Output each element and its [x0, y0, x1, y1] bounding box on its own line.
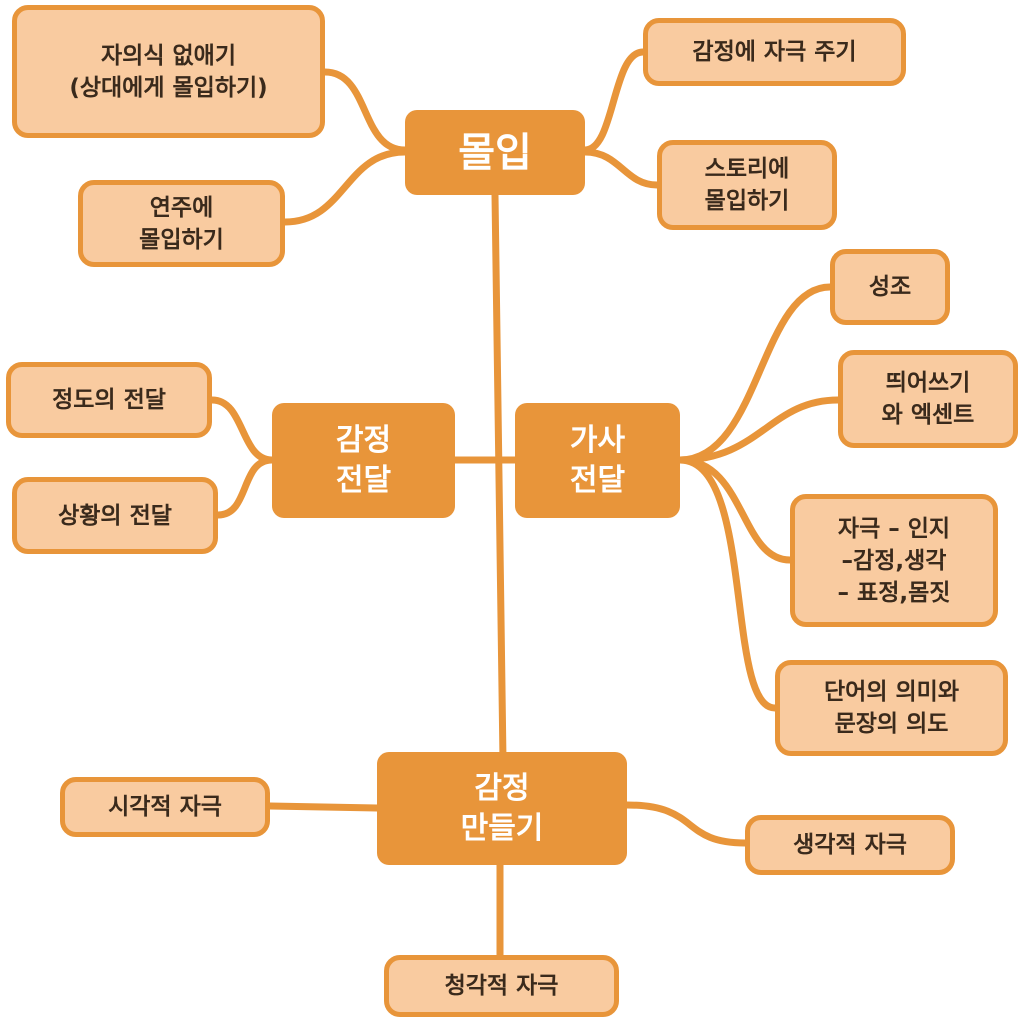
leaf-cognitive-stimulus: 생각적 자극: [745, 815, 955, 875]
leaf-visual-stimulus: 시각적 자극: [60, 777, 270, 837]
leaf-degree-delivery: 정도의 전달: [6, 362, 212, 438]
leaf-stimulus-chain: 자극 – 인지 –감정,생각 – 표정,몸짓: [790, 494, 998, 627]
connector-lyric-stimulus: [676, 456, 794, 564]
connector-immersion-stimulate: [581, 48, 647, 154]
main-topic-emotion-delivery: 감정 전달: [272, 403, 455, 518]
leaf-situation-delivery: 상황의 전달: [12, 477, 218, 554]
connector-emotion-situation: [214, 456, 276, 519]
connector-immersion-performance: [281, 148, 409, 226]
leaf-word-meaning: 단어의 의미와 문장의 의도: [775, 660, 1008, 756]
leaf-auditory-stimulus: 청각적 자극: [384, 955, 619, 1017]
trunk-line: [491, 191, 507, 764]
connector-emotion-degree: [208, 396, 276, 464]
leaf-remove-self-consciousness: 자의식 없애기 (상대에게 몰입하기): [12, 5, 325, 138]
main-topic-immersion: 몰입: [405, 110, 585, 195]
leaf-intonation: 성조: [830, 249, 950, 325]
leaf-spacing-and-accent: 띄어쓰기 와 엑센트: [838, 350, 1018, 448]
leaf-stimulate-emotion: 감정에 자극 주기: [643, 18, 906, 86]
connector-making-visual: [266, 802, 381, 812]
connector-lyric-word: [676, 456, 779, 712]
connector-lyric-intonation: [676, 283, 834, 464]
connector-immersion-story: [581, 148, 661, 189]
connector-immersion-remove-self: [321, 68, 409, 154]
main-topic-lyric-delivery: 가사 전달: [515, 403, 680, 518]
main-topic-emotion-making: 감정 만들기: [377, 752, 627, 865]
leaf-immerse-in-performance: 연주에 몰입하기: [78, 180, 285, 267]
connector-lyric-spacing: [676, 396, 842, 464]
connector-making-cognitive: [623, 801, 749, 847]
leaf-immerse-in-story: 스토리에 몰입하기: [657, 140, 837, 230]
